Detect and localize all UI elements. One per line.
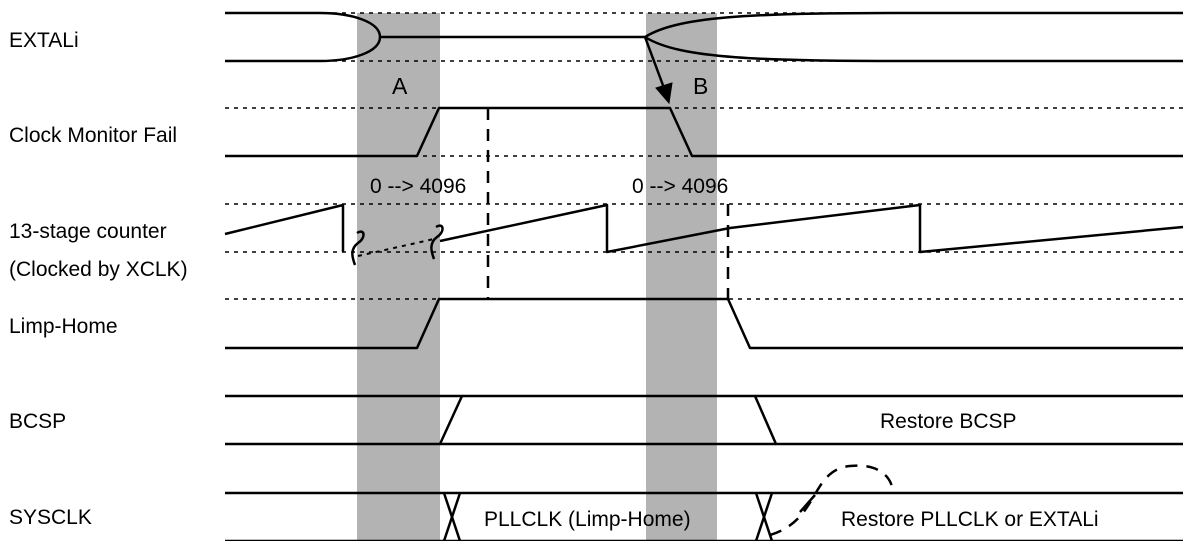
region-a-label: A — [392, 73, 408, 99]
restore-bcsp-label: Restore BCSP — [880, 410, 1017, 433]
region-a-shade — [357, 13, 440, 541]
signal-label-extali: EXTALi — [9, 29, 79, 52]
region-b-shade — [646, 13, 717, 541]
count-range-label-b: 0 --> 4096 — [632, 175, 728, 198]
extali-waveform — [225, 11, 1183, 63]
clock-monitor-fail-waveform — [225, 106, 1183, 158]
signal-label-counter: 13-stage counter — [9, 220, 167, 243]
signal-label-bcsp: BCSP — [9, 410, 66, 433]
signal-label-limp-home: Limp-Home — [9, 315, 118, 338]
sysclk-waveform — [225, 464, 1183, 541]
signal-label-clock-monitor-fail: Clock Monitor Fail — [9, 124, 177, 147]
signal-label-counter-clock: (Clocked by XCLK) — [9, 258, 188, 281]
pllclk-limp-home-label: PLLCLK (Limp-Home) — [484, 508, 691, 531]
counter-waveform — [224, 203, 1184, 299]
restore-pllclk-label: Restore PLLCLK or EXTALi — [841, 508, 1099, 531]
region-b-label: B — [693, 73, 708, 99]
restart-arrow — [643, 36, 673, 105]
limp-home-waveform — [225, 297, 1183, 350]
bcsp-waveform — [225, 394, 1183, 446]
count-range-label-a: 0 --> 4096 — [370, 175, 466, 198]
signal-label-sysclk: SYSCLK — [9, 506, 92, 529]
